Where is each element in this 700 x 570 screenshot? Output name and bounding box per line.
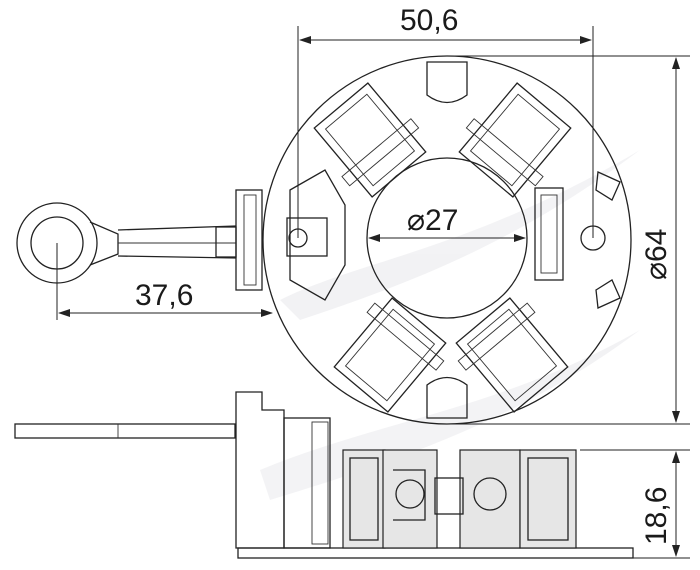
brush-holder-lower-left <box>333 297 447 413</box>
side-view <box>14 391 634 559</box>
side-wire <box>14 423 236 439</box>
left-bracket <box>289 169 346 301</box>
brush-holder-upper-right <box>458 82 572 198</box>
top-view <box>16 55 632 425</box>
base-plate <box>237 547 634 559</box>
side-holder-3 <box>459 449 521 549</box>
brush-holder-lower-right <box>455 297 569 413</box>
brush-holder-upper-left <box>313 82 427 198</box>
right-slot-bottom <box>595 279 621 309</box>
flange <box>235 189 263 291</box>
side-terminal <box>235 391 285 549</box>
notch-top <box>426 61 468 104</box>
side-holder-1 <box>342 449 386 549</box>
left-terminal-block <box>286 217 328 257</box>
dim-width-50-6: 50,6 <box>400 4 458 37</box>
dim-wire-length: 37,6 <box>135 279 193 312</box>
side-holder-4 <box>519 449 577 549</box>
dim-outer-diameter: ⌀64 <box>640 229 673 280</box>
dimensions: 50,6 ⌀27 ⌀64 37,6 18,6 <box>56 4 690 559</box>
dim-height: 18,6 <box>640 487 673 545</box>
right-connector <box>534 187 564 281</box>
wire-lead <box>16 202 237 284</box>
notch-bottom <box>426 376 468 419</box>
watermark <box>260 150 640 500</box>
inner-bore <box>366 157 528 319</box>
right-slot-top <box>595 171 621 201</box>
dim-inner-diameter: ⌀27 <box>407 204 458 237</box>
side-holder-2 <box>382 449 438 549</box>
